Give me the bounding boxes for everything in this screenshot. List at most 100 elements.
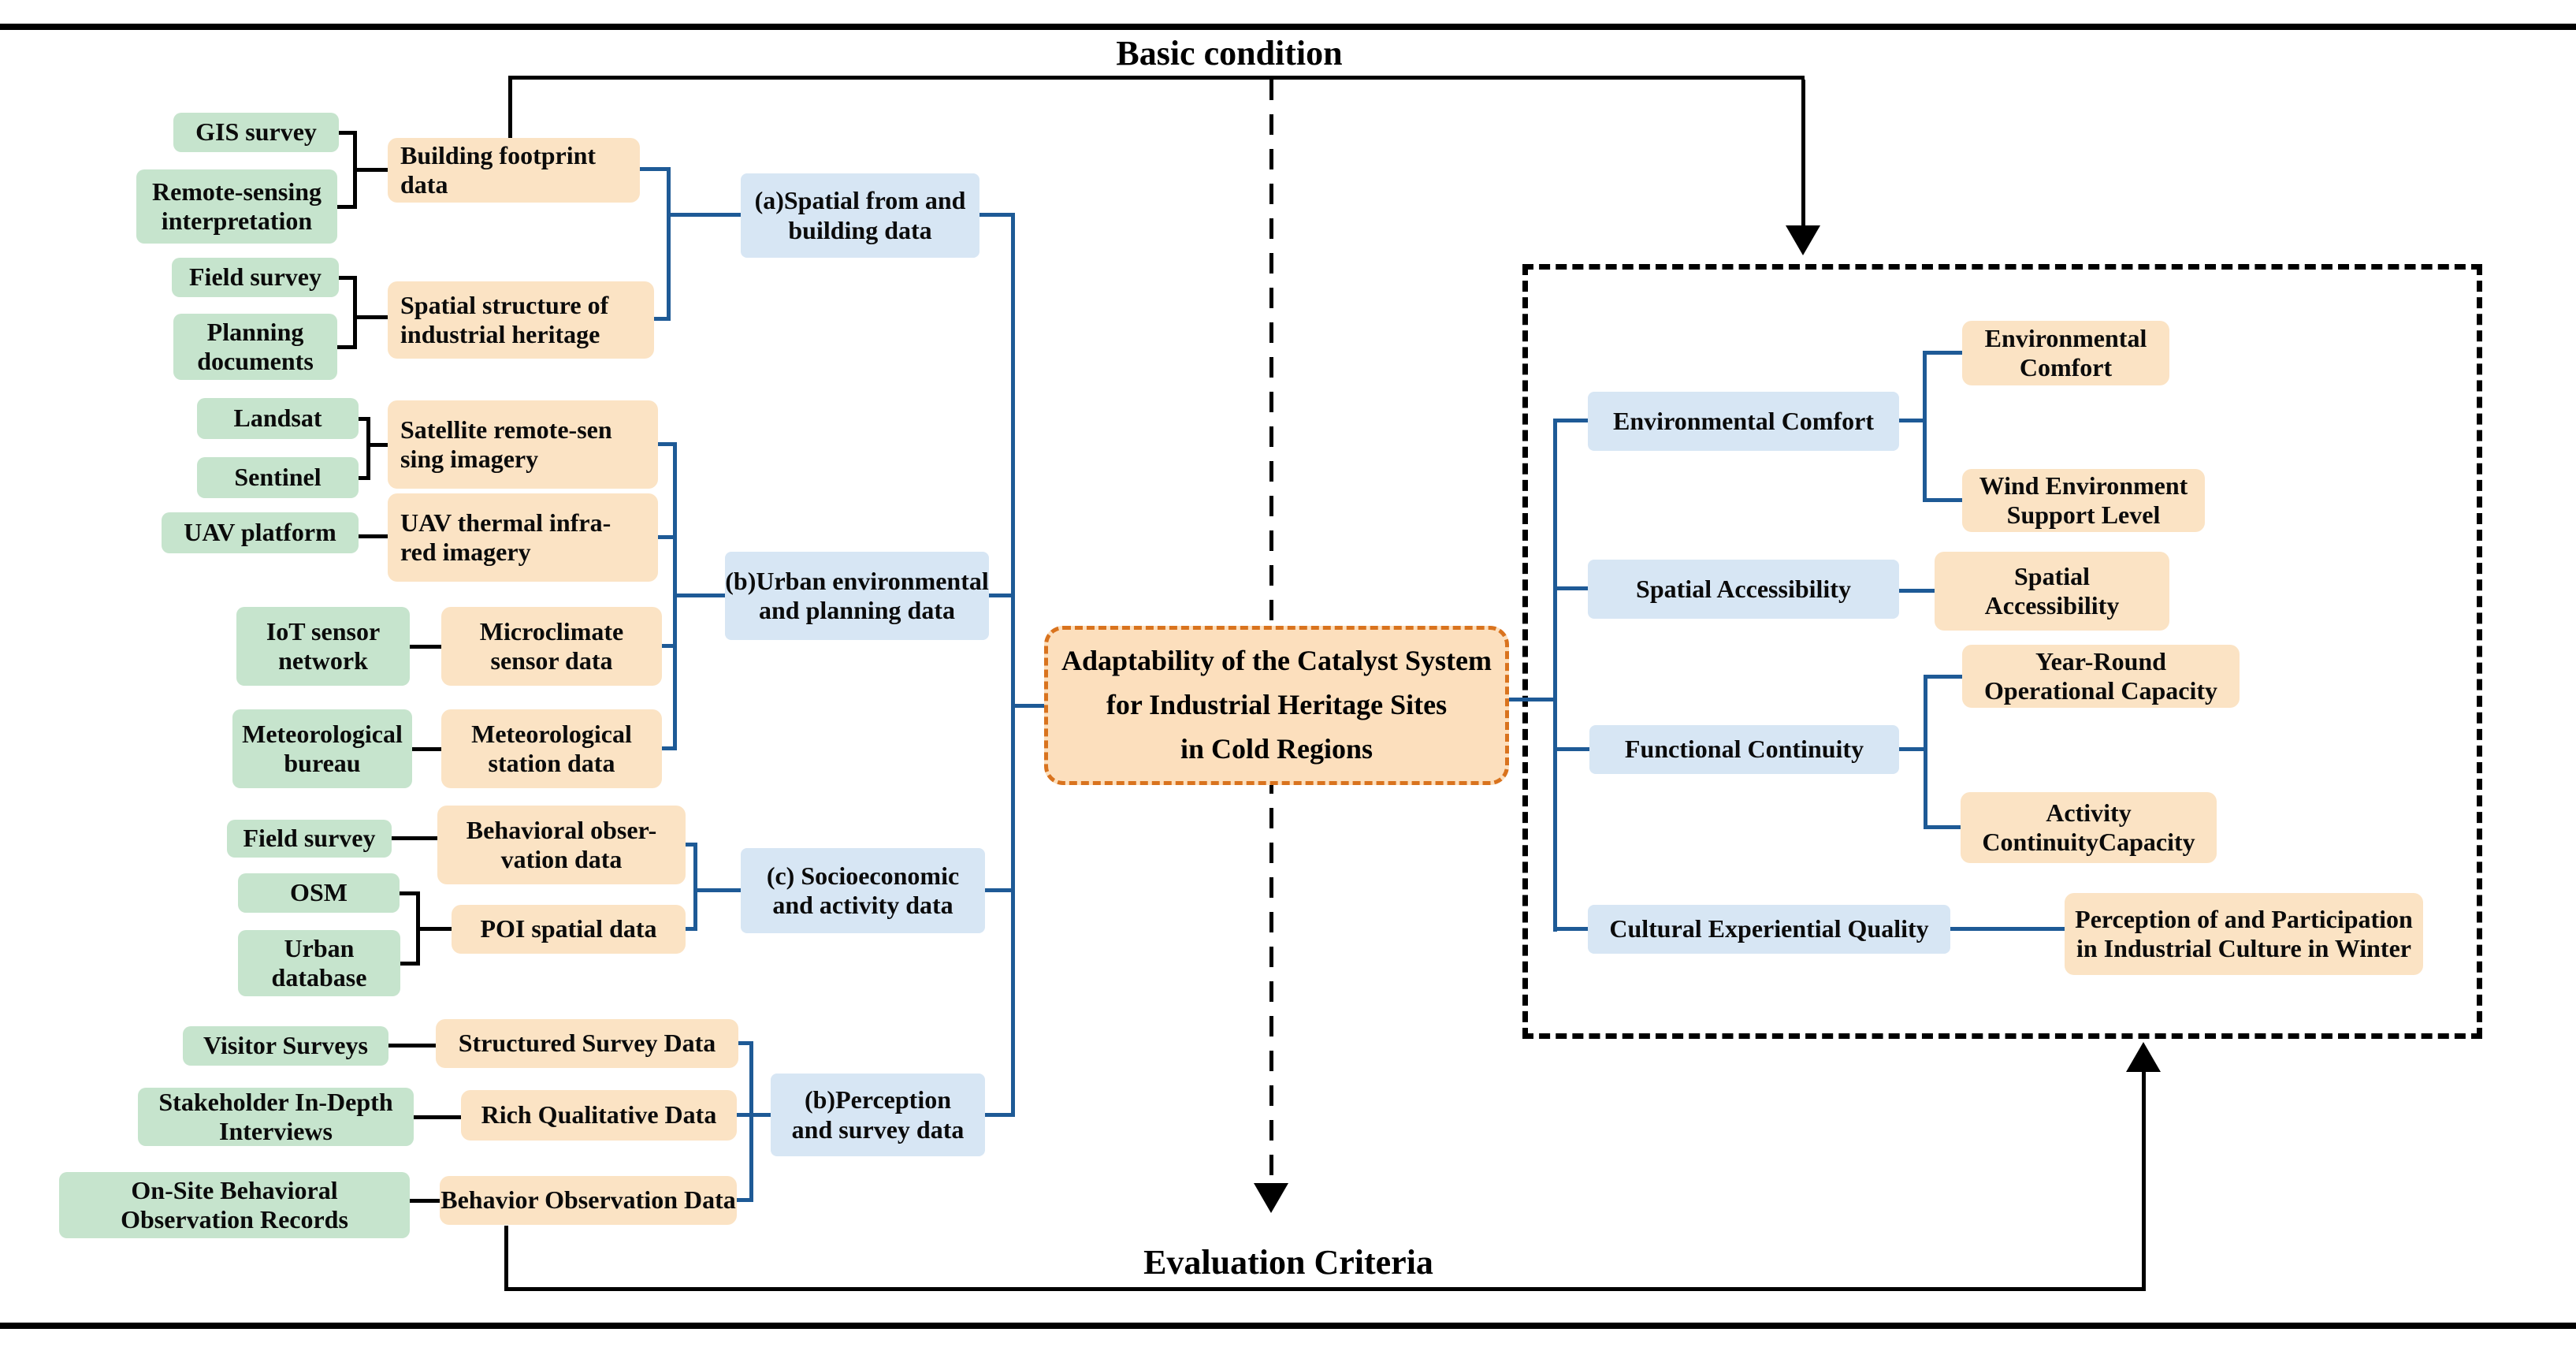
blue-building-to-bracket: [640, 167, 668, 171]
connector-fieldsurvey2-direct: [392, 836, 437, 840]
blue-bracket-group-a: [667, 167, 671, 321]
blue-bracket-group-c-stub: [693, 888, 741, 892]
blue-bracket-group-a-stub: [667, 213, 741, 217]
group-b-perception-survey: (b)Perception and survey data: [771, 1074, 985, 1156]
blue-bracket-to-activity-ind: [1926, 825, 1962, 829]
connector-planning-to-bracket: [337, 345, 355, 349]
connector-uav-direct: [359, 534, 388, 538]
blue-rich-to-bracket: [737, 1113, 751, 1117]
blue-station-to-bracket: [662, 746, 675, 750]
connector-remote-to-bracket: [337, 205, 355, 209]
data-building-footprint: Building footprint data: [388, 138, 640, 203]
arrow-to-evaluation-criteria-icon: [1254, 1183, 1288, 1213]
blue-cultural-direct: [1950, 927, 2065, 931]
blue-uavthermal-to-bracket: [658, 535, 675, 539]
blue-bracket-to-envcomfort-ind: [1925, 351, 1962, 355]
blue-poi-to-bracket: [686, 927, 695, 931]
basic-condition-caption: Basic condition: [1116, 34, 1343, 73]
evaluation-criteria-dashed-box: [1522, 264, 2482, 1039]
arrow-into-criteria-bottom-icon: [2126, 1042, 2161, 1072]
source-visitor-surveys: Visitor Surveys: [183, 1026, 388, 1066]
blue-bracket-envcomfort: [1923, 351, 1927, 502]
source-onsite-behavioral-records: On-Site Behavioral Observation Records: [59, 1172, 410, 1238]
blue-envcomfort-to-bracket: [1899, 419, 1924, 422]
source-field-survey: Field survey: [172, 258, 339, 297]
connector-onsite-direct: [410, 1199, 440, 1203]
frame-top-line: [0, 24, 2576, 30]
blue-trunk-to-envcomfort: [1556, 419, 1588, 422]
indicator-spatial-accessibility: Spatial Accessibility: [1935, 552, 2169, 631]
data-structured-survey: Structured Survey Data: [436, 1019, 738, 1068]
blue-group-c-to-trunk: [985, 888, 1011, 892]
source-sentinel: Sentinel: [197, 457, 359, 498]
source-urban-database: Urban database: [238, 930, 400, 996]
blue-behavioralobs-to-bracket: [686, 843, 695, 847]
bracket-a2: [353, 276, 357, 349]
blue-trunk-to-core: [1013, 704, 1044, 708]
source-uav-platform: UAV platform: [162, 512, 359, 553]
source-osm: OSM: [238, 873, 400, 913]
blue-bracket-group-d: [749, 1041, 753, 1202]
evaluation-criteria-caption: Evaluation Criteria: [1143, 1243, 1433, 1282]
feedback-line-horizontal: [504, 1287, 2146, 1291]
indicator-environmental-comfort: Environmental Comfort: [1962, 321, 2169, 385]
blue-trunk-to-functional: [1556, 747, 1589, 751]
blue-left-trunk: [1011, 213, 1015, 1117]
data-rich-qualitative: Rich Qualitative Data: [461, 1090, 737, 1141]
connector-sentinel-to-bracket: [359, 476, 370, 480]
connector-iot-direct: [410, 645, 441, 649]
blue-trunk-to-spatialaccess: [1556, 586, 1588, 590]
criterion-spatial-accessibility: Spatial Accessibility: [1588, 560, 1899, 619]
criterion-environmental-comfort: Environmental Comfort: [1588, 392, 1899, 451]
blue-group-a-to-trunk: [979, 213, 1011, 217]
connector-visitor-direct: [388, 1044, 436, 1048]
blue-bracket-group-c: [693, 843, 697, 931]
blue-trunk-to-cultural: [1556, 927, 1588, 931]
bracket-a2-stub: [353, 315, 388, 319]
connector-landsat-to-bracket: [359, 417, 370, 421]
blue-bracket-group-d-stub: [749, 1113, 771, 1117]
blue-bracket-to-wind-ind: [1925, 498, 1962, 502]
bracket-a3: [366, 417, 370, 480]
data-microclimate-sensor: Microclimate sensor data: [441, 607, 662, 686]
connector-urbandb-to-bracket: [400, 962, 416, 966]
blue-structured-to-bracket: [738, 1041, 751, 1045]
frame-bottom-line: [0, 1323, 2576, 1329]
indicator-wind-environment-support: Wind Environment Support Level: [1962, 469, 2205, 532]
blue-group-d-to-trunk: [985, 1113, 1011, 1117]
blue-bracket-group-b-stub: [673, 594, 725, 597]
source-stakeholder-interviews: Stakeholder In-Depth Interviews: [138, 1088, 414, 1146]
source-field-survey-2: Field survey: [227, 820, 392, 858]
connector-osm-to-bracket: [400, 891, 416, 895]
indicator-perception-participation: Perception of and Participation in Indus…: [2065, 893, 2423, 975]
blue-behaviorobs-to-bracket: [737, 1198, 751, 1202]
data-satellite-imagery: Satellite remote-sen sing imagery: [388, 400, 658, 489]
source-remote-sensing-interpretation: Remote-sensing interpretation: [136, 169, 337, 244]
source-landsat: Landsat: [197, 398, 359, 439]
data-poi-spatial: POI spatial data: [452, 905, 686, 954]
group-b-urban-environmental: (b)Urban environmental and planning data: [725, 552, 989, 640]
connector-bureau-direct: [412, 747, 441, 751]
group-a-spatial-building: (a)Spatial from and building data: [741, 173, 979, 258]
blue-functional-to-bracket: [1899, 747, 1925, 751]
basic-condition-right-drop: [1801, 80, 1805, 225]
source-planning-documents: Planning documents: [173, 314, 337, 380]
basic-condition-line: [508, 76, 1805, 80]
data-uav-thermal-imagery: UAV thermal infra- red imagery: [388, 493, 658, 582]
source-meteorological-bureau: Meteorological bureau: [232, 709, 412, 788]
blue-bracket-to-yearround-ind: [1926, 675, 1962, 679]
blue-right-trunk: [1553, 419, 1557, 932]
indicator-year-round-operational: Year-Round Operational Capacity: [1962, 645, 2240, 708]
connector-gis-to-bracket: [339, 131, 355, 135]
blue-bracket-functional: [1924, 675, 1927, 829]
blue-satellite-to-bracket: [658, 442, 675, 446]
data-behavior-observation: Behavior Observation Data: [440, 1176, 737, 1225]
data-behavioral-observation: Behavioral obser- vation data: [437, 806, 686, 884]
arrow-into-criteria-box-icon: [1786, 225, 1820, 255]
bracket-a1-stub: [353, 168, 388, 172]
source-gis-survey: GIS survey: [173, 113, 339, 152]
connector-stakeholder-direct: [414, 1115, 461, 1119]
criterion-cultural-experiential-quality: Cultural Experiential Quality: [1588, 905, 1950, 954]
blue-spatialstructure-to-bracket: [654, 317, 668, 321]
core-adaptability-box: Adaptability of the Catalyst System for …: [1044, 626, 1509, 785]
